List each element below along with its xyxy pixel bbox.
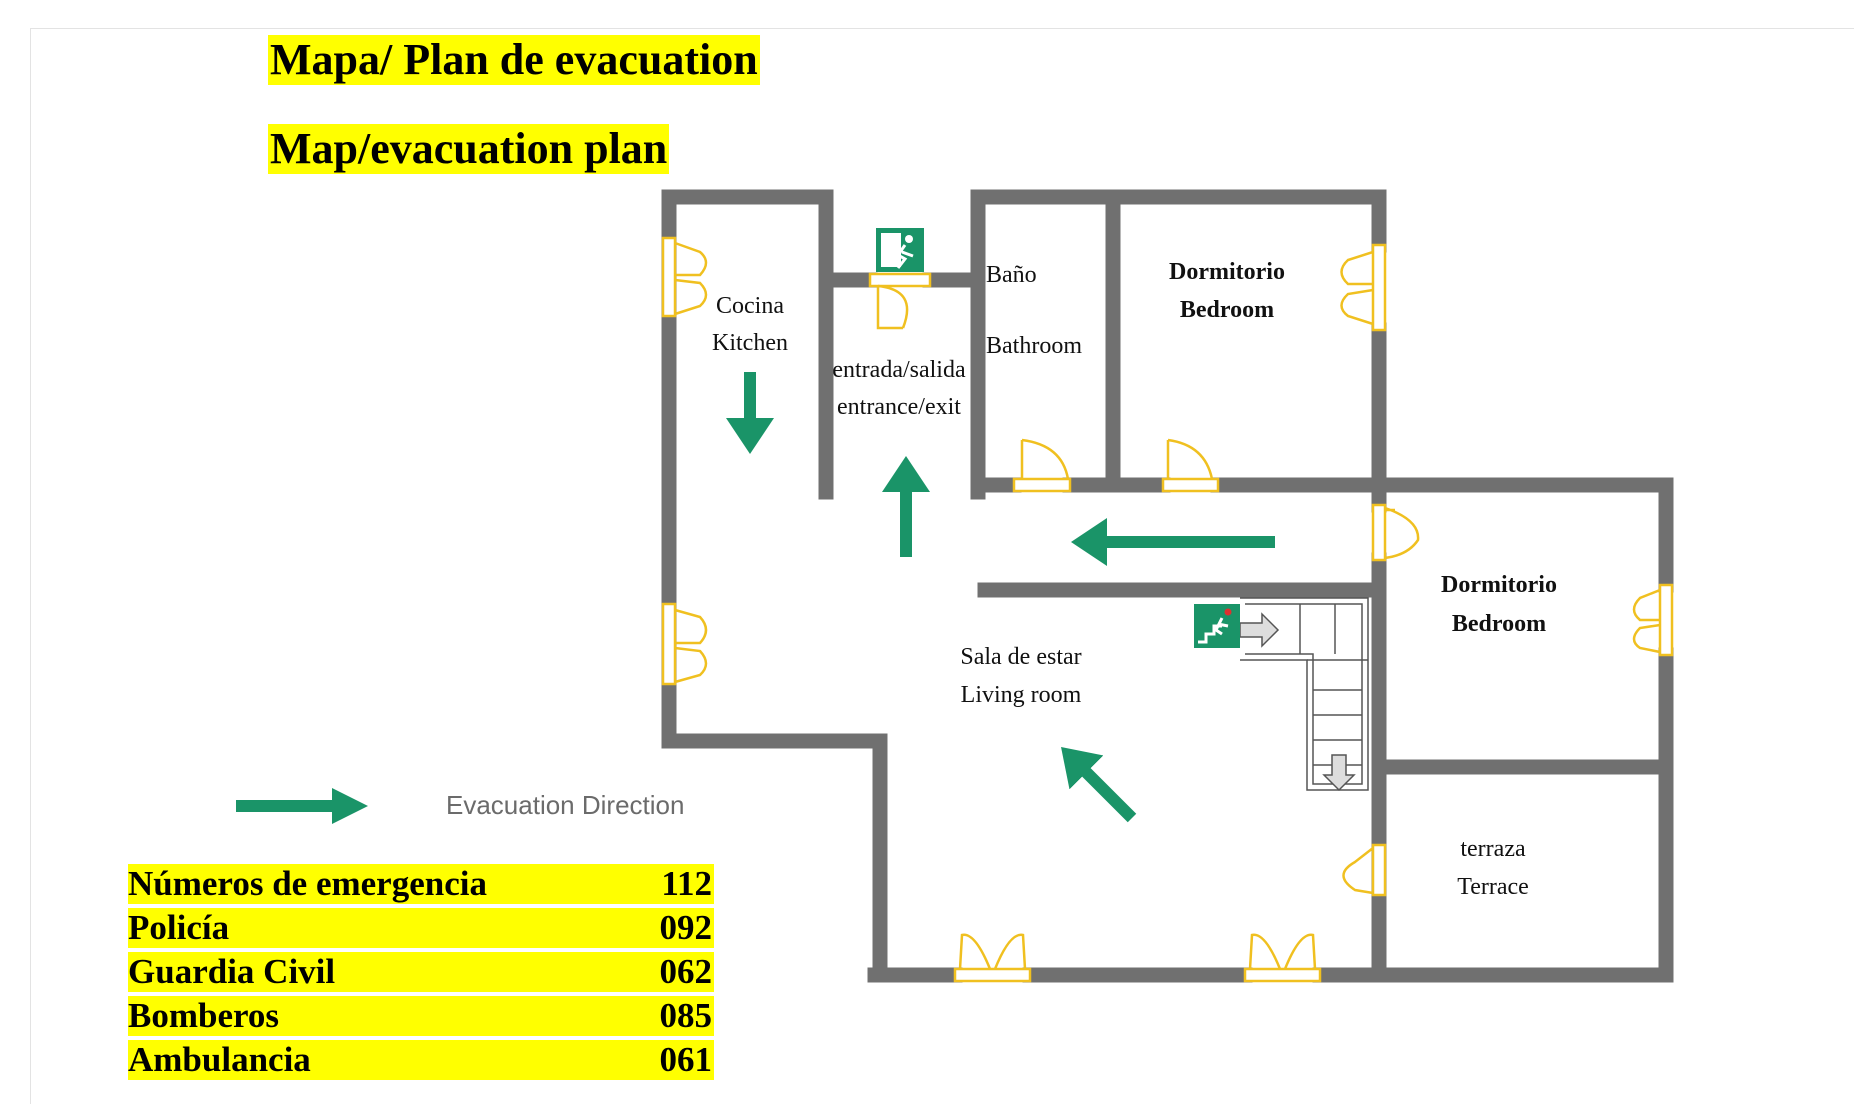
bedroom-1-label-es: Dormitorio (1169, 259, 1285, 285)
guardia-civil-row: Guardia Civil 062 (128, 952, 714, 992)
emergency-exit-running-man-icon (876, 228, 924, 272)
emergency-service-name: Bomberos (128, 996, 280, 1035)
emergency-service-name: Guardia Civil (128, 952, 336, 991)
emergency-service-number: 085 (659, 996, 713, 1035)
stairs-exit-icon (1194, 604, 1240, 648)
emergency-service-name: Números de emergencia (128, 864, 487, 903)
terrace-label-en: Terrace (1457, 874, 1529, 900)
living-room-label-es: Sala de estar (960, 644, 1081, 670)
kitchen-label-en: Kitchen (712, 330, 788, 356)
police-row: Policía 092 (128, 908, 714, 948)
emergency-service-number: 062 (659, 952, 713, 991)
evacuation-arrows (726, 372, 1275, 823)
bedroom-1-label-en: Bedroom (1180, 297, 1274, 323)
doors-windows (661, 236, 1674, 983)
arrow-living-diagonal (1061, 747, 1137, 823)
entrance-label-es: entrada/salida (832, 357, 966, 383)
room-labels: Cocina Kitchen entrada/salida entrance/e… (712, 259, 1557, 900)
title-spanish: Mapa/ Plan de evacuation (268, 35, 760, 85)
title-english: Map/evacuation plan (268, 124, 670, 174)
legend-label: Evacuation Direction (446, 790, 685, 820)
bedroom-2-label-es: Dormitorio (1441, 572, 1557, 598)
bathroom-label-en: Bathroom (986, 333, 1082, 359)
emergency-service-name: Policía (128, 908, 230, 947)
bedroom-2-label-en: Bedroom (1452, 611, 1546, 637)
legend-arrow-icon (236, 788, 368, 824)
emergency-service-name: Ambulancia (128, 1040, 311, 1079)
kitchen-label-es: Cocina (716, 293, 784, 319)
emergency-service-number: 061 (659, 1040, 713, 1079)
stairs-down-arrow (1322, 754, 1356, 792)
entrance-label-en: entrance/exit (837, 394, 961, 420)
emergency-row: Números de emergencia 112 (128, 864, 714, 904)
emergency-service-number: 112 (661, 864, 712, 903)
page-frame (30, 28, 1854, 1104)
bathroom-label-es: Baño (986, 262, 1037, 288)
ambulance-row: Ambulancia 061 (128, 1040, 714, 1080)
living-room-label-en: Living room (961, 682, 1082, 708)
fire-dept-row: Bomberos 085 (128, 996, 714, 1036)
emergency-service-number: 092 (659, 908, 713, 947)
stairs-direction-arrow (1239, 612, 1280, 648)
emergency-numbers-table: Números de emergencia 112 Policía 092 Gu… (128, 864, 714, 1084)
terrace-label-es: terraza (1460, 836, 1526, 862)
